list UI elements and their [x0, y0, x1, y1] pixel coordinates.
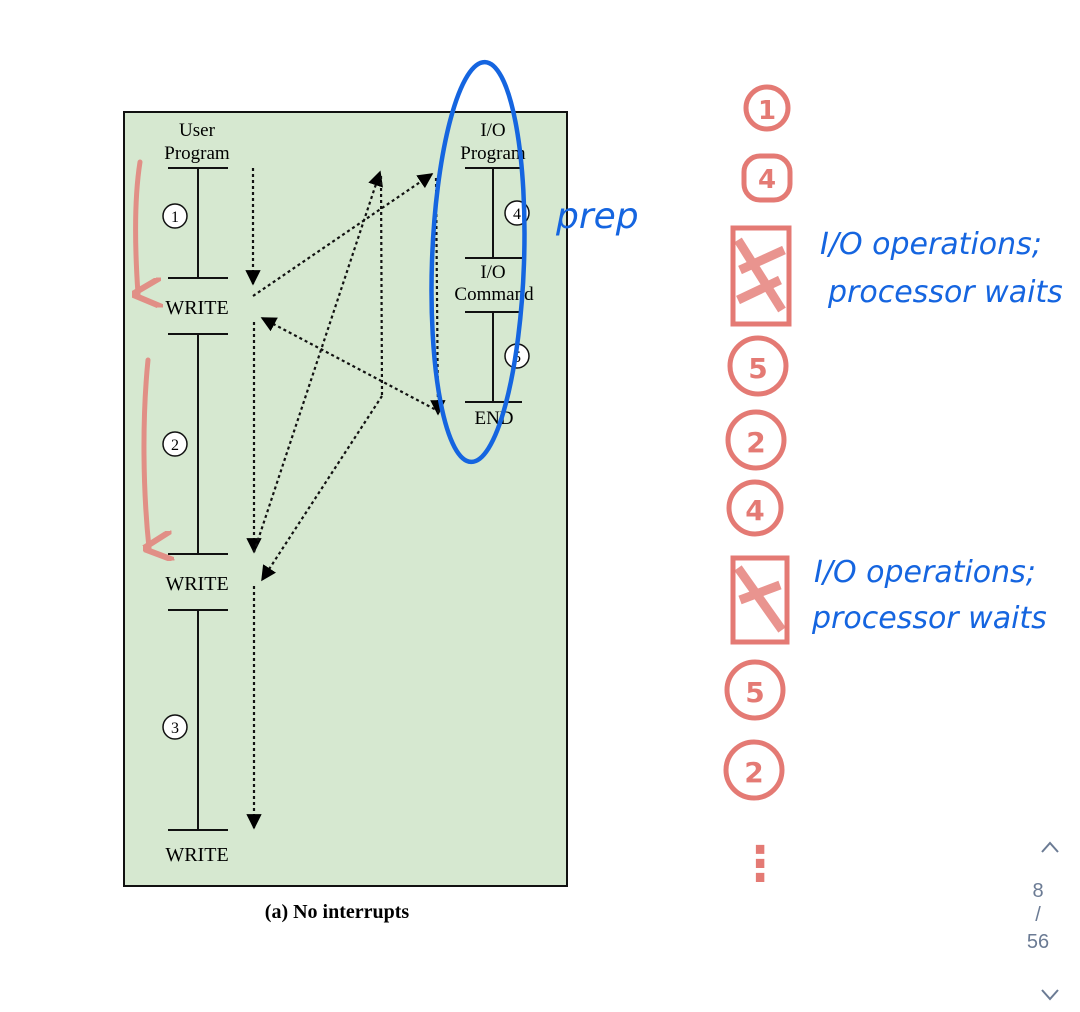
end-label: END	[474, 408, 513, 429]
svg-text:1: 1	[171, 209, 179, 226]
write-label-1: WRITE	[165, 297, 228, 319]
sequence-item-4: 2	[725, 409, 787, 471]
svg-text:2: 2	[744, 756, 763, 789]
sequence-item-3: 5	[727, 335, 789, 397]
svg-text:3: 3	[171, 720, 179, 737]
page-current: 8	[1032, 880, 1044, 902]
io-program-timeline	[465, 167, 522, 403]
svg-text:2: 2	[746, 426, 765, 459]
sequence-item-2: 4	[741, 153, 793, 203]
svg-text:2: 2	[171, 437, 179, 454]
svg-text:I/O operations;: I/O operations;	[814, 555, 1036, 590]
step-marker-1: 1	[162, 203, 188, 229]
sequence-ellipsis: ⋮	[736, 836, 784, 892]
sequence-wait-block-2	[730, 555, 790, 645]
write-label-3: WRITE	[165, 844, 228, 866]
svg-text:4: 4	[758, 165, 776, 195]
svg-text:processor waits: processor waits	[811, 601, 1047, 636]
diagram-caption: (a) No interrupts	[265, 901, 410, 923]
svg-text:4: 4	[745, 494, 764, 527]
sequence-wait-block-1	[730, 225, 792, 327]
write-label-2: WRITE	[165, 573, 228, 595]
wait-note-1: I/O operations; processor waits	[820, 227, 1063, 310]
user-program-label-1: User	[179, 120, 216, 141]
sequence-item-7: 2	[723, 739, 785, 801]
io-command-label-1: I/O	[480, 262, 505, 283]
svg-text:I/O operations;: I/O operations;	[820, 227, 1042, 262]
sequence-annotation: 1 4 5 2 4 5 2	[723, 84, 793, 892]
io-program-label-2: Program	[460, 143, 526, 164]
user-program-timeline	[168, 167, 228, 831]
page-separator: /	[1035, 904, 1041, 926]
wait-note-2: I/O operations; processor waits	[811, 555, 1047, 636]
page-total: 56	[1026, 931, 1050, 953]
svg-text:4: 4	[513, 206, 521, 223]
svg-text:processor waits: processor waits	[827, 275, 1063, 310]
io-program-label-1: I/O	[480, 120, 505, 141]
diagram-panel	[123, 111, 568, 887]
sequence-item-1: 1	[743, 84, 791, 132]
prep-annotation: prep	[555, 196, 639, 237]
control-flow-arrows	[245, 168, 446, 830]
chevron-up-icon[interactable]	[1041, 841, 1059, 853]
svg-text:1: 1	[758, 96, 776, 126]
sequence-item-6: 5	[724, 659, 786, 721]
user-program-label-2: Program	[164, 143, 230, 164]
sequence-item-5: 4	[726, 479, 784, 537]
svg-text:5: 5	[745, 676, 764, 709]
blue-pen-highlight	[429, 59, 527, 465]
red-pen-arrows	[136, 159, 149, 548]
chevron-down-icon[interactable]	[1041, 989, 1059, 1001]
svg-text:5: 5	[748, 352, 767, 385]
step-marker-2: 2	[162, 431, 188, 457]
io-command-label-2: Command	[454, 284, 534, 305]
step-marker-3: 3	[162, 714, 188, 740]
